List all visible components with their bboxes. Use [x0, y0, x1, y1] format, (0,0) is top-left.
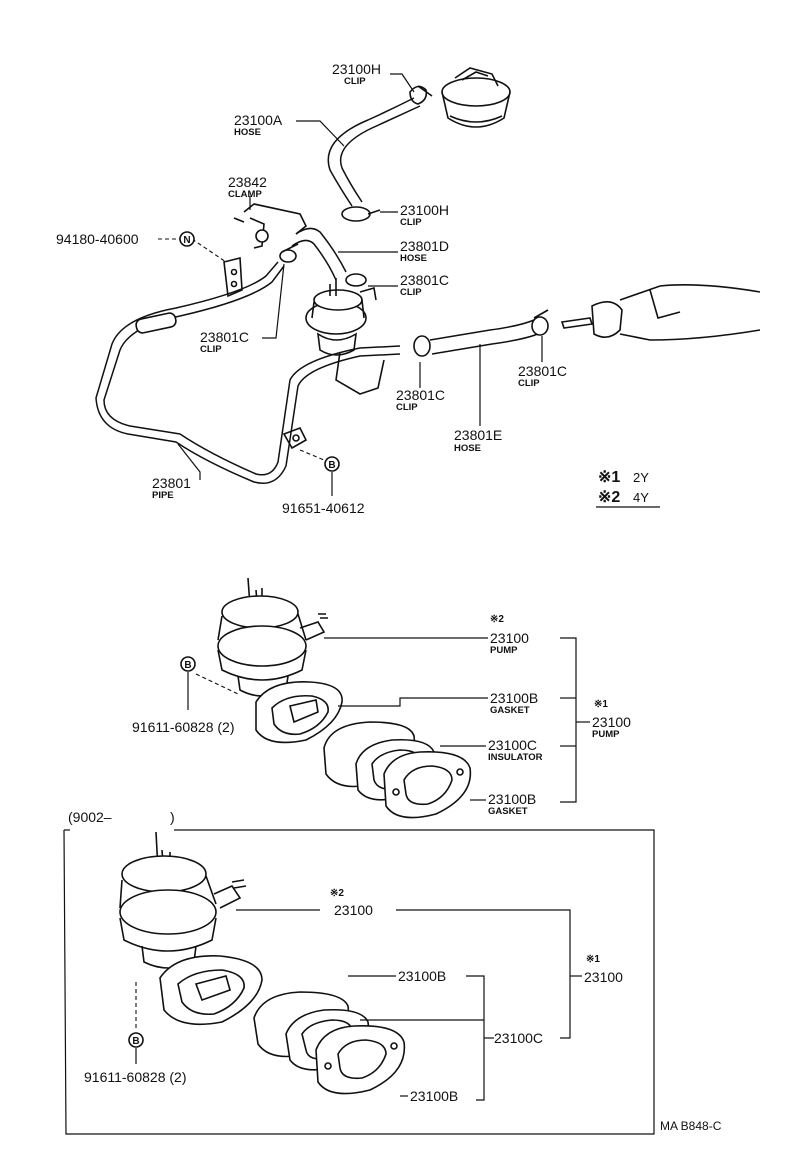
lower-frame — [63, 829, 655, 1135]
legend-row2-text: 4Y — [633, 490, 649, 505]
label-23801-desc: PIPE — [152, 490, 174, 501]
fuel-pump-top — [305, 278, 385, 395]
label-low-pump-mark: ※2 — [330, 888, 344, 899]
label-23842-desc: CLAMP — [228, 189, 262, 200]
label-mid-insulator-desc: INSULATOR — [488, 752, 543, 763]
label-23801c-d-desc: CLIP — [518, 378, 540, 389]
label-mid-gasket-a: 23100B — [490, 690, 538, 706]
marker-n: N — [179, 231, 195, 247]
marker-b-lower: B — [128, 1032, 144, 1048]
label-23100h-mid: 23100H — [400, 202, 449, 218]
clip-23801c-c — [413, 335, 431, 357]
label-23801: 23801 — [152, 475, 191, 491]
label-mid-gasket-b: 23100B — [488, 791, 536, 807]
label-mid-assy: 23100 — [592, 714, 631, 730]
label-mid-pump-desc: PUMP — [490, 645, 518, 656]
hose-23801e — [429, 319, 535, 341]
marker-b-middle-text: B — [184, 660, 191, 671]
label-23801e-desc: HOSE — [454, 443, 481, 454]
label-low-gasket-a: 23100B — [398, 968, 446, 984]
lower-frame-label-open: (9002– — [68, 809, 112, 825]
clip-23801c-a — [279, 243, 299, 263]
clip-23801c-d — [531, 309, 549, 336]
label-mid-gasket-b-desc: GASKET — [488, 806, 528, 817]
pipe-23801 — [103, 265, 401, 476]
hose-23100a — [327, 97, 415, 207]
lower-frame-label-close: ) — [170, 809, 175, 825]
lower-leader-lines — [135, 909, 582, 1101]
label-low-gasket-b: 23100B — [410, 1088, 458, 1104]
marker-b-middle: B — [180, 656, 196, 672]
label-91651: 91651-40612 — [282, 500, 365, 516]
legend-row1-text: 2Y — [633, 470, 649, 485]
pipe-bracket — [282, 426, 308, 450]
label-23100h-top: 23100H — [332, 61, 381, 77]
marker-b-lower-text: B — [132, 1036, 139, 1047]
label-23100a-desc: HOSE — [234, 127, 261, 138]
label-94180: 94180-40600 — [56, 231, 139, 247]
label-mid-assy-desc: PUMP — [592, 729, 620, 740]
mounting-bracket — [223, 256, 243, 298]
label-23801c-b-desc: CLIP — [400, 287, 422, 298]
lower-pump-drawing — [119, 831, 406, 1095]
clip-23100h-mid — [341, 206, 381, 222]
label-23801c-c-desc: CLIP — [396, 402, 418, 413]
label-mid-assy-mark: ※1 — [594, 699, 608, 710]
label-low-assy-mark: ※1 — [586, 954, 600, 965]
label-23801c-b: 23801C — [400, 272, 449, 288]
label-low-insulator: 23100C — [494, 1030, 543, 1046]
label-mid-pump: 23100 — [490, 630, 529, 646]
top-leader-lines — [158, 73, 543, 496]
tank-fitting — [560, 284, 761, 341]
legend-row1-mark: ※1 — [598, 469, 620, 486]
legend-row2-mark: ※2 — [598, 489, 620, 506]
label-23100a: 23100A — [234, 112, 283, 128]
label-low-bolt: 91611-60828 (2) — [84, 1069, 186, 1085]
label-23801c-d: 23801C — [518, 363, 567, 379]
label-23842: 23842 — [228, 174, 267, 190]
middle-leader-lines — [187, 637, 590, 803]
label-mid-gasket-a-desc: GASKET — [490, 705, 530, 716]
clamp-23842 — [233, 203, 308, 249]
marker-b-top: B — [324, 456, 340, 472]
label-low-pump: 23100 — [334, 902, 373, 918]
label-low-assy: 23100 — [584, 969, 623, 985]
label-23801d: 23801D — [400, 238, 449, 254]
label-mid-pump-mark: ※2 — [490, 614, 504, 625]
marker-n-text: N — [183, 235, 190, 246]
hose-23801d — [295, 227, 347, 273]
label-23801d-desc: HOSE — [400, 253, 427, 264]
label-mid-insulator: 23100C — [488, 737, 537, 753]
label-23801c-a: 23801C — [200, 329, 249, 345]
label-23100h-top-desc: CLIP — [344, 76, 366, 87]
fuel-filter-canister — [441, 67, 511, 128]
top-assembly-drawing — [95, 67, 761, 484]
label-23801e: 23801E — [454, 427, 502, 443]
marker-b-top-text: B — [328, 460, 335, 471]
label-mid-bolt: 91611-60828 (2) — [132, 719, 234, 735]
applicability-legend: ※1 2Y ※2 4Y — [596, 469, 660, 508]
footer-code: MA B848-C — [660, 1119, 722, 1133]
label-23801c-a-desc: CLIP — [200, 344, 222, 355]
middle-pump-drawing — [217, 577, 472, 819]
clip-23801c-b — [345, 273, 367, 287]
label-23801c-c: 23801C — [396, 387, 445, 403]
label-23100h-mid-desc: CLIP — [400, 217, 422, 228]
clip-23100h-top — [409, 85, 433, 105]
